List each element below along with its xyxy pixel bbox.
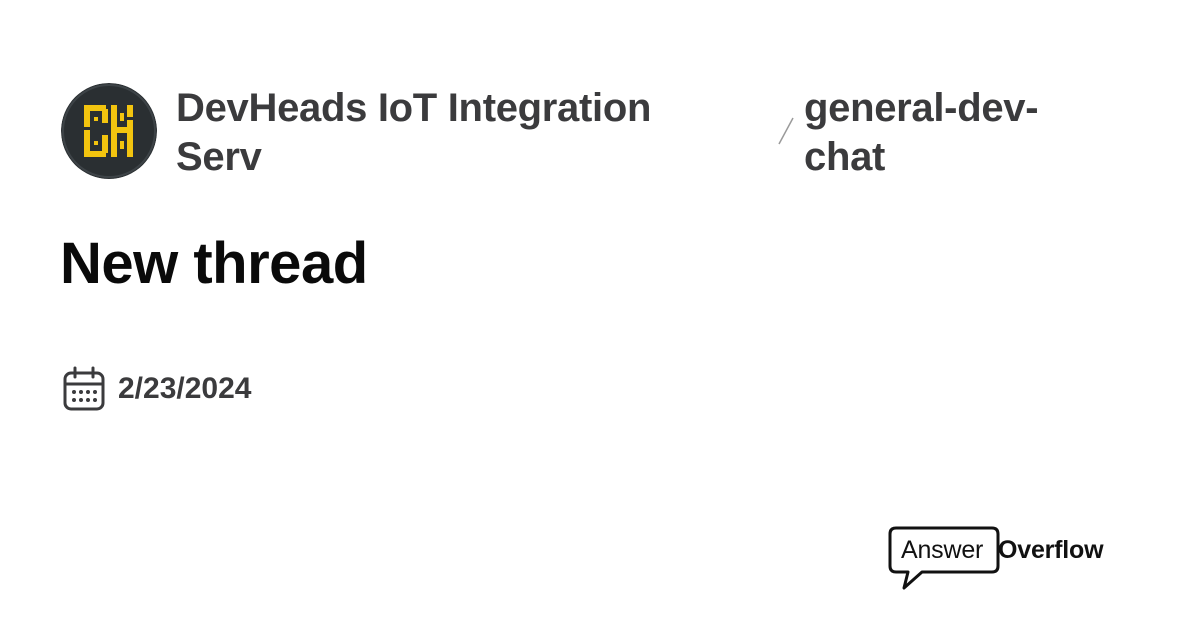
thread-date: 2/23/2024: [118, 372, 252, 405]
devheads-logo-icon: [61, 83, 157, 179]
logo-overflow-text: Overflow: [998, 536, 1104, 564]
thread-title: New thread: [60, 231, 368, 296]
server-name[interactable]: DevHeads IoT Integration Serv: [176, 86, 652, 179]
slash-separator-icon: [778, 117, 794, 145]
thread-date-row: 2/23/2024: [62, 366, 251, 412]
channel-name[interactable]: general-dev-chat: [804, 86, 1039, 179]
server-avatar: [61, 83, 157, 179]
calendar-icon: [63, 366, 105, 411]
answer-overflow-logo[interactable]: Answer Overflow: [888, 526, 1118, 592]
chat-bubble-icon: [888, 526, 1000, 590]
logo-answer-text: Answer: [901, 536, 984, 564]
